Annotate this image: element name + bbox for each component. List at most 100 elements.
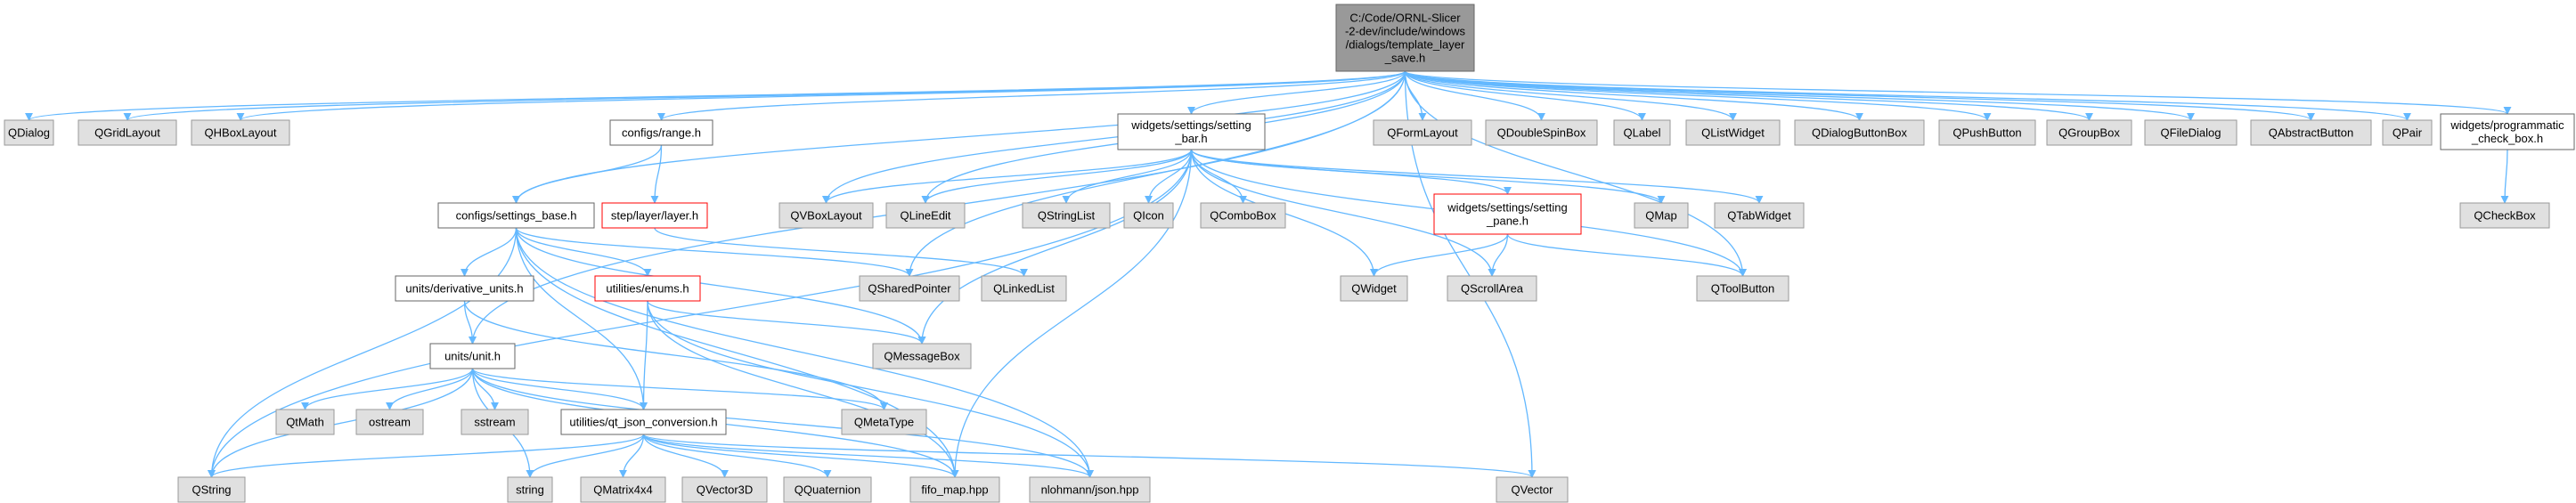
node-QAbstractButton[interactable]: QAbstractButton xyxy=(2250,119,2372,146)
node-box xyxy=(1938,119,2036,146)
edge-enums-to-qt_json xyxy=(639,300,648,410)
node-QMap[interactable]: QMap xyxy=(1634,202,1689,229)
node-label: nlohmann/json.hpp xyxy=(1041,483,1139,497)
node-QHBoxLayout[interactable]: QHBoxLayout xyxy=(191,119,290,146)
node-QDialogButtonBox[interactable]: QDialogButtonBox xyxy=(1794,119,1925,146)
node-QMatrix4x4[interactable]: QMatrix4x4 xyxy=(580,476,666,503)
node-range[interactable]: configs/range.h xyxy=(609,119,713,146)
edge-settings_base-to-QSharedPointer xyxy=(515,227,914,277)
node-box xyxy=(395,275,534,302)
edge-qt_json-to-QMatrix4x4 xyxy=(618,434,645,478)
node-QtMath[interactable]: QtMath xyxy=(275,409,335,435)
node-QVBoxLayout[interactable]: QVBoxLayout xyxy=(779,202,874,229)
edge-root-to-QHBoxLayout xyxy=(236,70,1406,121)
node-box xyxy=(355,409,424,435)
node-label: QDialog xyxy=(8,126,50,140)
node-label: configs/settings_base.h xyxy=(456,209,577,223)
edge-setting_bar-to-QLineEdit xyxy=(921,149,1193,204)
edge-settings_base-to-enums xyxy=(515,227,652,277)
node-QCheckBox[interactable]: QCheckBox xyxy=(2459,202,2550,229)
node-QQuaternion[interactable]: QQuaternion xyxy=(783,476,872,503)
node-qt_json[interactable]: utilities/qt_json_conversion.h xyxy=(560,409,727,435)
node-QMetaType[interactable]: QMetaType xyxy=(841,409,927,435)
node-prog_check[interactable]: widgets/programmatic_check_box.h xyxy=(2440,113,2575,150)
node-fifo_map[interactable]: fifo_map.hpp xyxy=(909,476,1000,503)
edge-root-to-QDialogButtonBox xyxy=(1404,70,1863,121)
node-label: QVector xyxy=(1512,483,1554,497)
node-label: QWidget xyxy=(1351,282,1397,296)
node-ostream[interactable]: ostream xyxy=(355,409,424,435)
node-label: QComboBox xyxy=(1210,209,1276,223)
node-QString[interactable]: QString xyxy=(177,476,246,503)
node-setting_bar[interactable]: widgets/settings/setting_bar.h xyxy=(1117,113,1266,150)
node-QLineEdit[interactable]: QLineEdit xyxy=(885,202,966,229)
node-QPushButton[interactable]: QPushButton xyxy=(1938,119,2036,146)
node-label: QGridLayout xyxy=(94,126,160,140)
node-QDialog[interactable]: QDialog xyxy=(4,119,54,146)
node-QScrollArea[interactable]: QScrollArea xyxy=(1447,275,1537,302)
node-QGroupBox[interactable]: QGroupBox xyxy=(2046,119,2132,146)
node-QPair[interactable]: QPair xyxy=(2382,119,2433,146)
node-QListWidget[interactable]: QListWidget xyxy=(1685,119,1781,146)
node-QDoubleSpinBox[interactable]: QDoubleSpinBox xyxy=(1485,119,1598,146)
node-label: QVector3D xyxy=(697,483,754,497)
node-QFormLayout[interactable]: QFormLayout xyxy=(1373,119,1472,146)
node-box xyxy=(2440,113,2575,150)
node-label: QLineEdit xyxy=(900,209,950,223)
node-box xyxy=(841,409,927,435)
node-setting_pane[interactable]: widgets/settings/setting_pane.h xyxy=(1433,193,1582,235)
node-box xyxy=(461,409,529,435)
edge-setting_bar-to-QIcon xyxy=(1144,149,1193,204)
node-label: QIcon xyxy=(1133,209,1164,223)
node-box xyxy=(1714,202,1805,229)
node-QIcon[interactable]: QIcon xyxy=(1123,202,1174,229)
node-label: QDoubleSpinBox xyxy=(1497,126,1586,140)
node-box xyxy=(1496,476,1569,503)
node-json[interactable]: nlohmann/json.hpp xyxy=(1029,476,1151,503)
node-label: QToolButton xyxy=(1711,282,1775,296)
node-QToolButton[interactable]: QToolButton xyxy=(1696,275,1789,302)
node-settings_base[interactable]: configs/settings_base.h xyxy=(437,202,595,229)
node-label: QGroupBox xyxy=(2058,126,2120,140)
node-QFileDialog[interactable]: QFileDialog xyxy=(2144,119,2238,146)
node-sstream[interactable]: sstream xyxy=(461,409,529,435)
node-QComboBox[interactable]: QComboBox xyxy=(1200,202,1286,229)
edge-unit-to-QString xyxy=(207,368,474,478)
node-label: -2-dev/include/windows xyxy=(1345,25,1466,38)
node-box xyxy=(909,476,1000,503)
edge-unit-to-QtMath xyxy=(301,368,474,410)
node-QMessageBox[interactable]: QMessageBox xyxy=(872,343,972,369)
node-QWidget[interactable]: QWidget xyxy=(1340,275,1408,302)
edge-setting_bar-to-QStringList xyxy=(1062,149,1193,204)
edge-setting_bar-to-QVBoxLayout xyxy=(822,149,1193,204)
node-label: widgets/settings/setting xyxy=(1130,118,1251,132)
node-label: QMetaType xyxy=(854,416,914,429)
edge-setting_pane-to-QWidget xyxy=(1370,233,1509,277)
node-QSharedPointer[interactable]: QSharedPointer xyxy=(859,275,960,302)
node-label: _check_box.h xyxy=(2471,132,2543,145)
edge-root-to-setting_bar xyxy=(1187,70,1406,115)
node-QVector3D[interactable]: QVector3D xyxy=(681,476,768,503)
node-label: QSharedPointer xyxy=(868,282,951,296)
node-enums[interactable]: utilities/enums.h xyxy=(594,275,701,302)
node-string[interactable]: string xyxy=(507,476,553,503)
edge-unit-to-QMetaType xyxy=(471,368,888,410)
node-label: configs/range.h xyxy=(622,126,701,140)
node-label: QPair xyxy=(2393,126,2423,140)
node-unit[interactable]: units/unit.h xyxy=(429,343,516,369)
node-layer: C:/Code/ORNL-Slicer-2-dev/include/window… xyxy=(4,4,2575,503)
node-label: QMessageBox xyxy=(884,350,960,363)
node-QStringList[interactable]: QStringList xyxy=(1022,202,1111,229)
node-QLabel[interactable]: QLabel xyxy=(1613,119,1671,146)
node-root[interactable]: C:/Code/ORNL-Slicer-2-dev/include/window… xyxy=(1335,4,1475,72)
node-derivative_units[interactable]: units/derivative_units.h xyxy=(395,275,534,302)
node-box xyxy=(1794,119,1925,146)
node-layer[interactable]: step/layer/layer.h xyxy=(601,202,708,229)
node-label: ostream xyxy=(369,416,411,429)
node-QVector[interactable]: QVector xyxy=(1496,476,1569,503)
edge-qt_json-to-QVector xyxy=(642,434,1537,478)
node-QGridLayout[interactable]: QGridLayout xyxy=(77,119,177,146)
node-QLinkedList[interactable]: QLinkedList xyxy=(981,275,1067,302)
node-QTabWidget[interactable]: QTabWidget xyxy=(1714,202,1805,229)
edge-root-to-prog_check xyxy=(1404,70,2512,115)
